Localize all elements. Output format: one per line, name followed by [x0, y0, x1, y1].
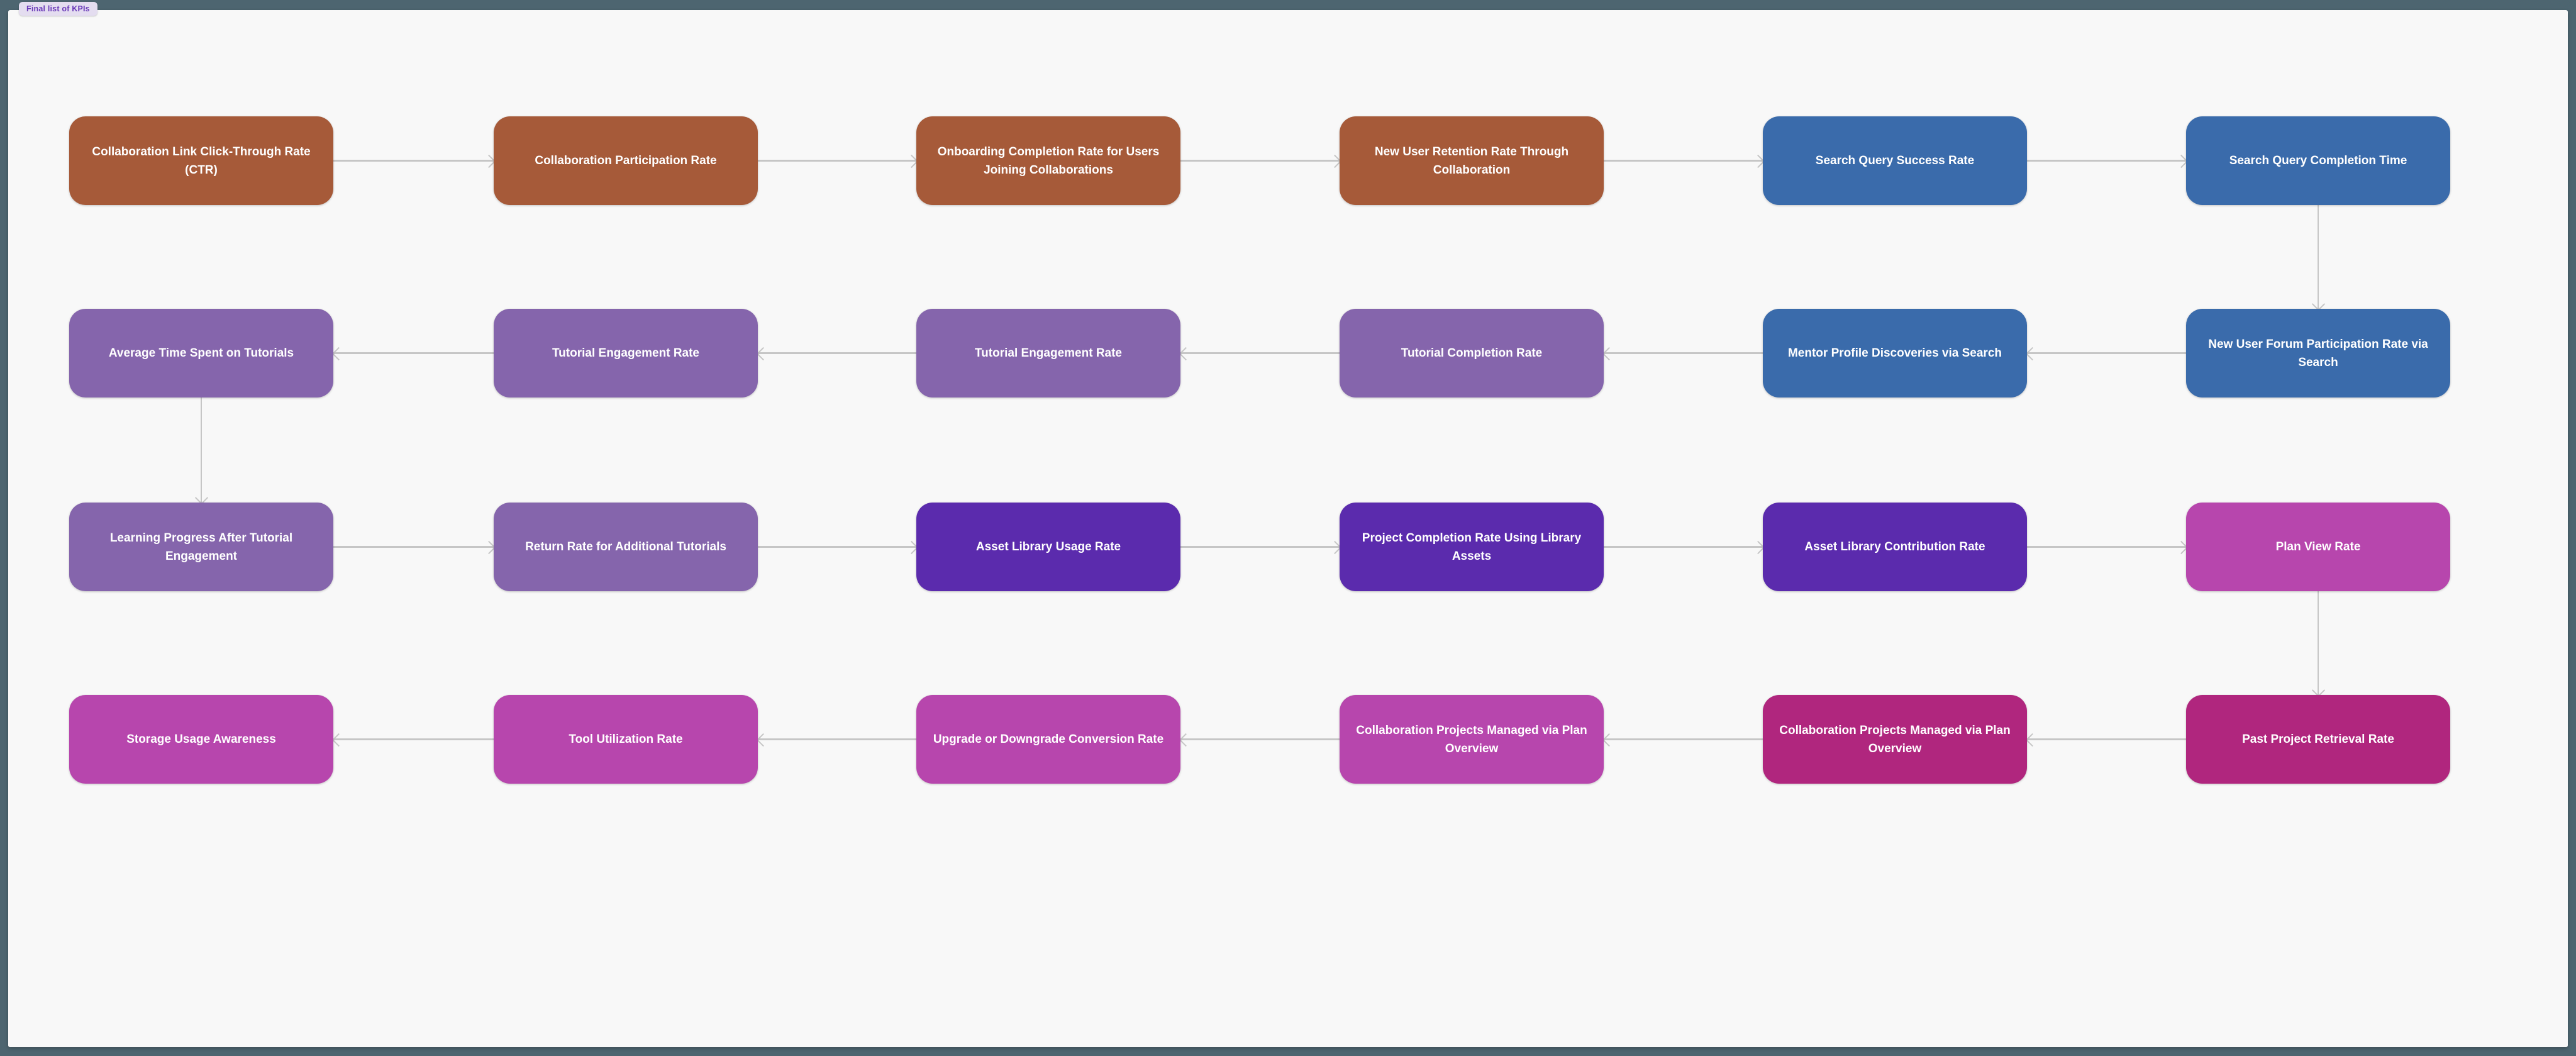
flow-node-label: Search Query Success Rate	[1815, 154, 1975, 167]
edge-line	[1604, 738, 1763, 740]
edge-line	[333, 352, 494, 354]
edge-line	[2317, 591, 2319, 695]
edge-line	[2027, 546, 2186, 548]
flow-node-new-user-retention-rate[interactable]: New User Retention Rate Through Collabor…	[1340, 116, 1604, 205]
edge-line	[758, 546, 916, 548]
edge-line	[2317, 205, 2319, 309]
flow-node-label: Tool Utilization Rate	[569, 733, 683, 746]
flow-node-search-query-completion-time[interactable]: Search Query Completion Time	[2186, 116, 2450, 205]
flow-node-label: New User Forum Participation Rate via Se…	[2208, 337, 2428, 369]
flow-node-mentor-profile-discoveries[interactable]: Mentor Profile Discoveries via Search	[1763, 309, 2027, 397]
flow-node-tutorial-completion-rate[interactable]: Tutorial Completion Rate	[1340, 309, 1604, 397]
flow-node-label: Collaboration Participation Rate	[535, 154, 717, 167]
flow-node-asset-library-contribution[interactable]: Asset Library Contribution Rate	[1763, 503, 2027, 591]
flow-node-label: Asset Library Usage Rate	[975, 540, 1121, 553]
flow-node-label: Collaboration Link Click-Through Rate (C…	[92, 145, 311, 177]
diagram-tab[interactable]: Final list of KPIs	[19, 2, 97, 16]
flow-node-label: New User Retention Rate Through Collabor…	[1374, 145, 1569, 177]
edge-line	[1180, 738, 1340, 740]
flow-node-label: Collaboration Projects Managed via Plan …	[1356, 723, 1587, 755]
flow-node-plan-view-rate[interactable]: Plan View Rate	[2186, 503, 2450, 591]
edge-line	[2027, 352, 2186, 354]
arrowhead-icon	[756, 347, 770, 360]
flow-node-label: Storage Usage Awareness	[126, 733, 276, 746]
flow-node-asset-library-usage-rate[interactable]: Asset Library Usage Rate	[916, 503, 1180, 591]
edge-line	[1604, 160, 1763, 162]
flow-node-label: Past Project Retrieval Rate	[2242, 733, 2394, 746]
flow-node-label: Project Completion Rate Using Library As…	[1362, 531, 1582, 563]
edge-line	[1180, 546, 1340, 548]
flow-node-label: Return Rate for Additional Tutorials	[525, 540, 726, 553]
edge-line	[2027, 738, 2186, 740]
edge-line	[333, 546, 494, 548]
flow-node-collab-projects-plan-1[interactable]: Collaboration Projects Managed via Plan …	[1340, 695, 1604, 784]
arrowhead-icon	[331, 347, 346, 360]
arrowhead-icon	[1179, 347, 1193, 360]
flow-node-tutorial-engagement-rate-1[interactable]: Tutorial Engagement Rate	[494, 309, 758, 397]
flow-node-label: Search Query Completion Time	[2229, 154, 2407, 167]
flow-node-label: Asset Library Contribution Rate	[1804, 540, 1985, 553]
flow-node-forum-participation-rate[interactable]: New User Forum Participation Rate via Se…	[2186, 309, 2450, 397]
edge-line	[333, 160, 494, 162]
flow-node-label: Collaboration Projects Managed via Plan …	[1779, 723, 2011, 755]
edge-line	[758, 352, 916, 354]
flow-node-label: Mentor Profile Discoveries via Search	[1787, 347, 2002, 360]
flow-node-avg-time-on-tutorials[interactable]: Average Time Spent on Tutorials	[69, 309, 333, 397]
flow-canvas[interactable]: Collaboration Link Click-Through Rate (C…	[8, 10, 2568, 1047]
flow-node-collab-projects-plan-2[interactable]: Collaboration Projects Managed via Plan …	[1763, 695, 2027, 784]
flow-node-return-rate-tutorials[interactable]: Return Rate for Additional Tutorials	[494, 503, 758, 591]
flow-node-project-completion-rate[interactable]: Project Completion Rate Using Library As…	[1340, 503, 1604, 591]
flow-node-collab-link-ctr[interactable]: Collaboration Link Click-Through Rate (C…	[69, 116, 333, 205]
edge-line	[1604, 546, 1763, 548]
arrowhead-icon	[331, 733, 346, 747]
edge-line	[1180, 352, 1340, 354]
arrowhead-icon	[2025, 347, 2040, 360]
flow-node-label: Tutorial Completion Rate	[1401, 347, 1543, 360]
arrowhead-icon	[1602, 347, 1616, 360]
flow-node-tool-utilization-rate[interactable]: Tool Utilization Rate	[494, 695, 758, 784]
flow-node-label: Plan View Rate	[2275, 540, 2361, 553]
flow-node-label: Average Time Spent on Tutorials	[108, 347, 294, 360]
edge-line	[1180, 160, 1340, 162]
edge-line	[758, 738, 916, 740]
edge-line	[2027, 160, 2186, 162]
flow-node-label: Onboarding Completion Rate for Users Joi…	[937, 145, 1160, 177]
flow-node-label: Tutorial Engagement Rate	[552, 347, 699, 360]
arrowhead-icon	[1602, 733, 1616, 747]
flow-node-search-query-success-rate[interactable]: Search Query Success Rate	[1763, 116, 2027, 205]
flow-node-label: Upgrade or Downgrade Conversion Rate	[933, 733, 1164, 746]
edge-line	[758, 160, 916, 162]
flow-node-storage-usage-awareness[interactable]: Storage Usage Awareness	[69, 695, 333, 784]
flow-node-past-project-retrieval-rate[interactable]: Past Project Retrieval Rate	[2186, 695, 2450, 784]
flow-node-label: Learning Progress After Tutorial Engagem…	[109, 531, 293, 563]
flow-node-collab-participation-rate[interactable]: Collaboration Participation Rate	[494, 116, 758, 205]
edge-line	[200, 397, 203, 503]
arrowhead-icon	[1179, 733, 1193, 747]
arrowhead-icon	[2025, 733, 2040, 747]
flow-node-learning-progress[interactable]: Learning Progress After Tutorial Engagem…	[69, 503, 333, 591]
flow-node-onboarding-completion-rate[interactable]: Onboarding Completion Rate for Users Joi…	[916, 116, 1180, 205]
flow-node-tutorial-engagement-rate-2[interactable]: Tutorial Engagement Rate	[916, 309, 1180, 397]
flow-node-upgrade-downgrade-conversion[interactable]: Upgrade or Downgrade Conversion Rate	[916, 695, 1180, 784]
arrowhead-icon	[756, 733, 770, 747]
edge-line	[1604, 352, 1763, 354]
flow-node-label: Tutorial Engagement Rate	[974, 347, 1122, 360]
edge-line	[333, 738, 494, 740]
